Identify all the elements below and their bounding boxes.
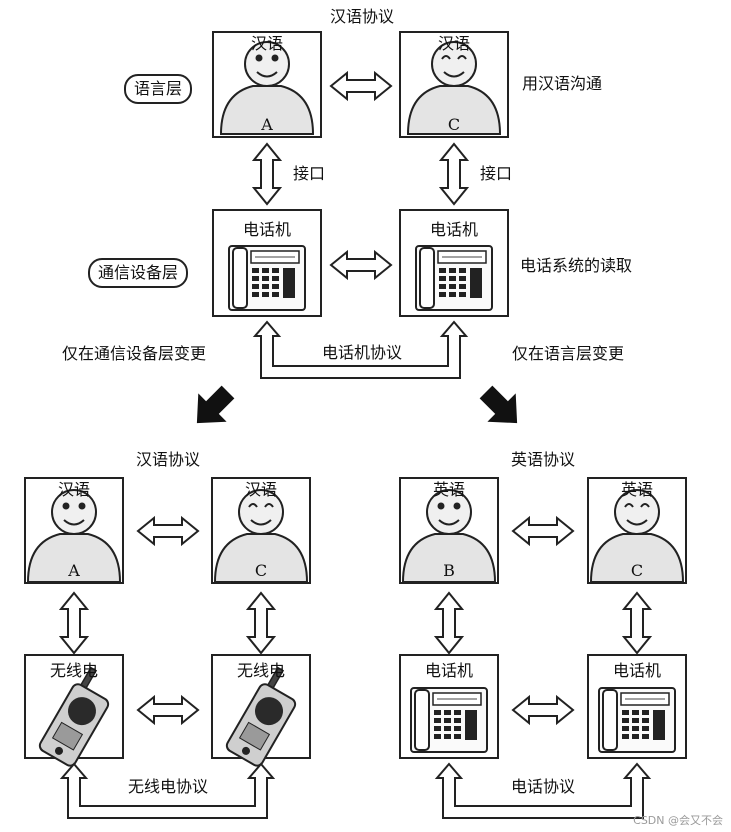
br-protocol-label: 英语协议 xyxy=(510,450,576,469)
device-arrow xyxy=(330,251,392,279)
br-interface-arrow-left xyxy=(435,592,463,654)
telephone-icon xyxy=(598,687,676,753)
phone-system-caption: 电话系统的读取 xyxy=(520,256,633,275)
person-c-icon xyxy=(590,489,684,583)
br-device-protocol-label: 电话协议 xyxy=(510,777,576,796)
interface-arrow-left xyxy=(253,143,281,205)
br-interface-arrow-right xyxy=(623,592,651,654)
person-c-icon xyxy=(407,41,501,135)
watermark: CSDN @会又不会 xyxy=(633,814,723,827)
device-layer-badge: 通信设备层 xyxy=(88,258,189,288)
person-c-label: C xyxy=(447,115,461,134)
bl-device-arrow xyxy=(137,696,199,724)
interface-arrow-right xyxy=(440,143,468,205)
change-device-caption: 仅在通信设备层变更 xyxy=(62,344,207,363)
phone-protocol-arrow-bottom xyxy=(434,762,652,819)
person-b-icon xyxy=(402,489,496,583)
bl-device-label-left: 无线电 xyxy=(49,661,99,680)
br-language-label-right: 英语 xyxy=(620,480,654,499)
change-language-arrow xyxy=(479,385,518,424)
br-device-label-right: 电话机 xyxy=(612,661,662,680)
person-a-icon xyxy=(27,489,121,583)
change-device-arrow xyxy=(196,385,235,424)
br-device-label-left: 电话机 xyxy=(424,661,474,680)
telephone-icon xyxy=(415,245,493,311)
interface-label-right: 接口 xyxy=(480,164,513,183)
interface-label-left: 接口 xyxy=(293,164,326,183)
person-c-icon xyxy=(214,489,308,583)
bl-interface-arrow-left xyxy=(60,592,88,654)
change-language-caption: 仅在语言层变更 xyxy=(512,344,625,363)
telephone-icon xyxy=(228,245,306,311)
bl-person-left-label: A xyxy=(68,561,80,580)
phone-label-right: 电话机 xyxy=(429,220,479,239)
bl-person-right-label: C xyxy=(254,561,268,580)
language-label-left: 汉语 xyxy=(250,34,284,53)
phone-protocol-arrow xyxy=(252,320,469,379)
use-chinese-caption: 用汉语沟通 xyxy=(522,74,603,93)
bl-language-label-right: 汉语 xyxy=(244,480,278,499)
br-person-left-label: B xyxy=(443,561,455,580)
br-person-right-label: C xyxy=(630,561,644,580)
br-device-arrow xyxy=(512,696,574,724)
phone-protocol-label: 电话机协议 xyxy=(321,343,403,362)
language-layer-badge: 语言层 xyxy=(124,74,193,104)
bl-device-protocol-label: 无线电协议 xyxy=(127,777,209,796)
person-a-icon xyxy=(220,41,314,135)
top-protocol-label: 汉语协议 xyxy=(329,7,395,26)
radio-protocol-arrow xyxy=(59,762,276,819)
person-a-label: A xyxy=(261,115,273,134)
br-language-label-left: 英语 xyxy=(432,480,466,499)
bl-interface-arrow-right xyxy=(247,592,275,654)
br-language-arrow xyxy=(512,517,574,545)
bl-protocol-label: 汉语协议 xyxy=(135,450,201,469)
bl-language-label-left: 汉语 xyxy=(57,480,91,499)
language-protocol-arrow xyxy=(330,72,392,100)
bl-device-label-right: 无线电 xyxy=(236,661,286,680)
bl-language-arrow xyxy=(137,517,199,545)
phone-label-left: 电话机 xyxy=(242,220,292,239)
language-label-right: 汉语 xyxy=(437,34,471,53)
telephone-icon xyxy=(410,687,488,753)
